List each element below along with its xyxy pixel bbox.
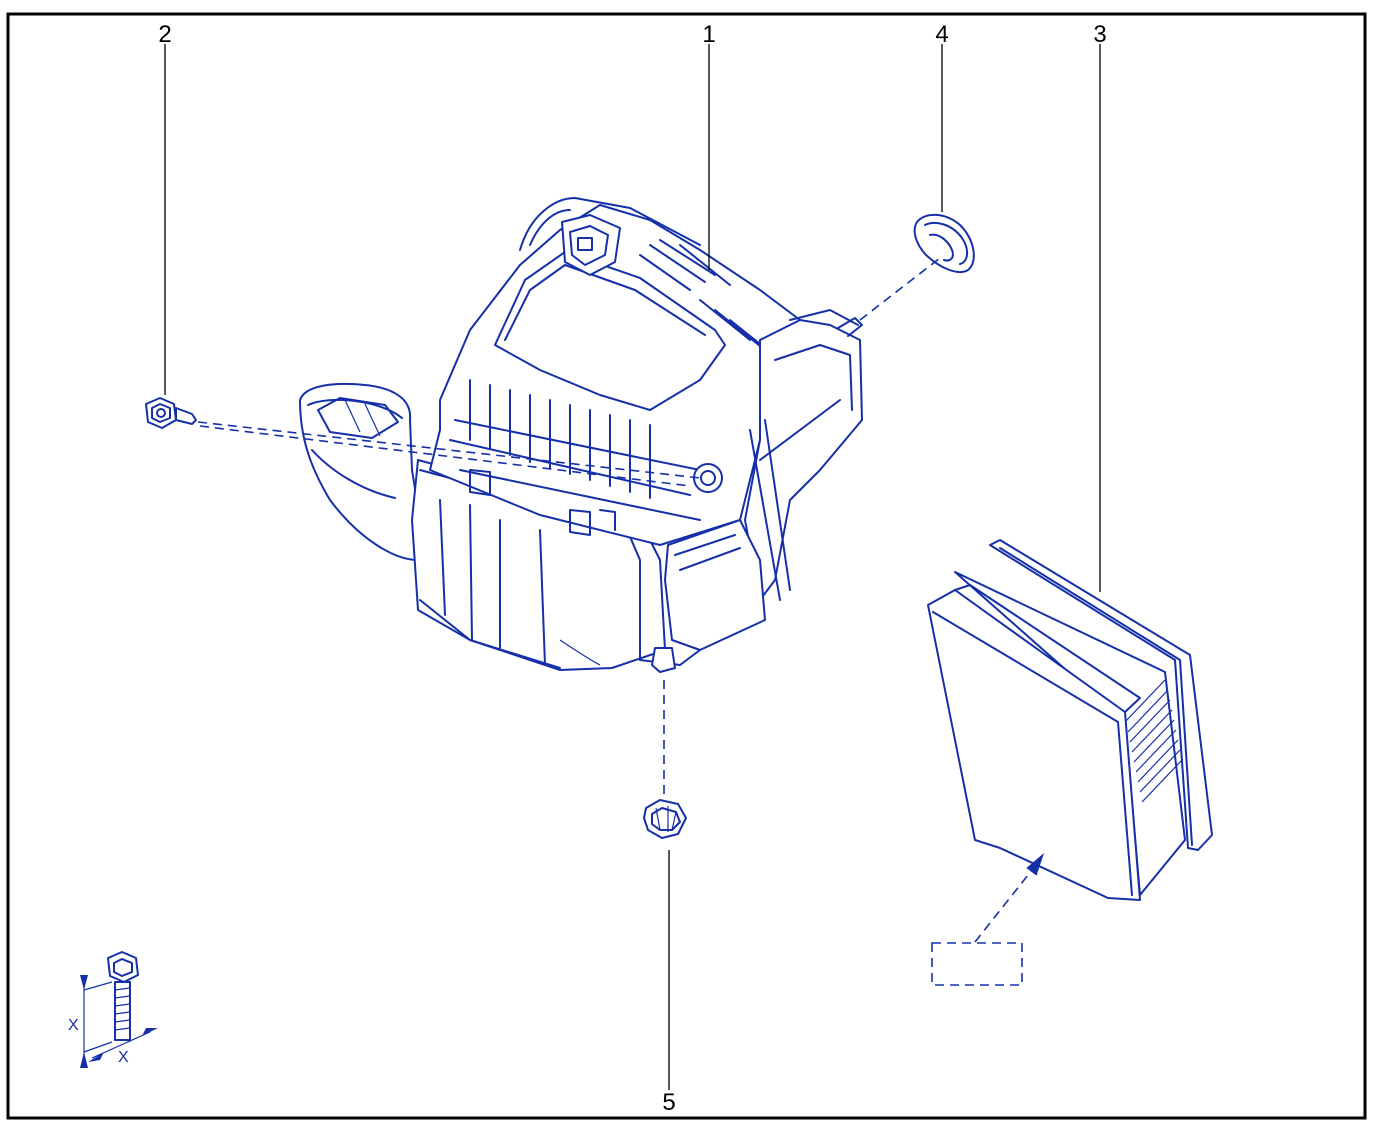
height-label: X bbox=[68, 1017, 79, 1034]
part-5-nut bbox=[643, 799, 687, 839]
callout-3: 3 bbox=[1093, 21, 1106, 48]
filter-reference-box bbox=[931, 852, 1045, 986]
diagram-frame bbox=[6, 12, 1367, 1120]
part-2-bolt bbox=[145, 397, 197, 429]
callout-4: 4 bbox=[935, 21, 948, 48]
width-label: X bbox=[118, 1049, 129, 1066]
leader-lines bbox=[164, 44, 1101, 1090]
callout-5: 5 bbox=[662, 1089, 675, 1116]
fastener-dimension-symbol: X X bbox=[68, 951, 158, 1068]
callout-1: 1 bbox=[702, 21, 715, 48]
air-cleaner-housing bbox=[299, 197, 863, 673]
part-3-air-filter bbox=[927, 539, 1213, 901]
callout-2: 2 bbox=[158, 21, 171, 48]
assembly-lines bbox=[197, 257, 941, 800]
part-4-grommet bbox=[913, 213, 975, 274]
